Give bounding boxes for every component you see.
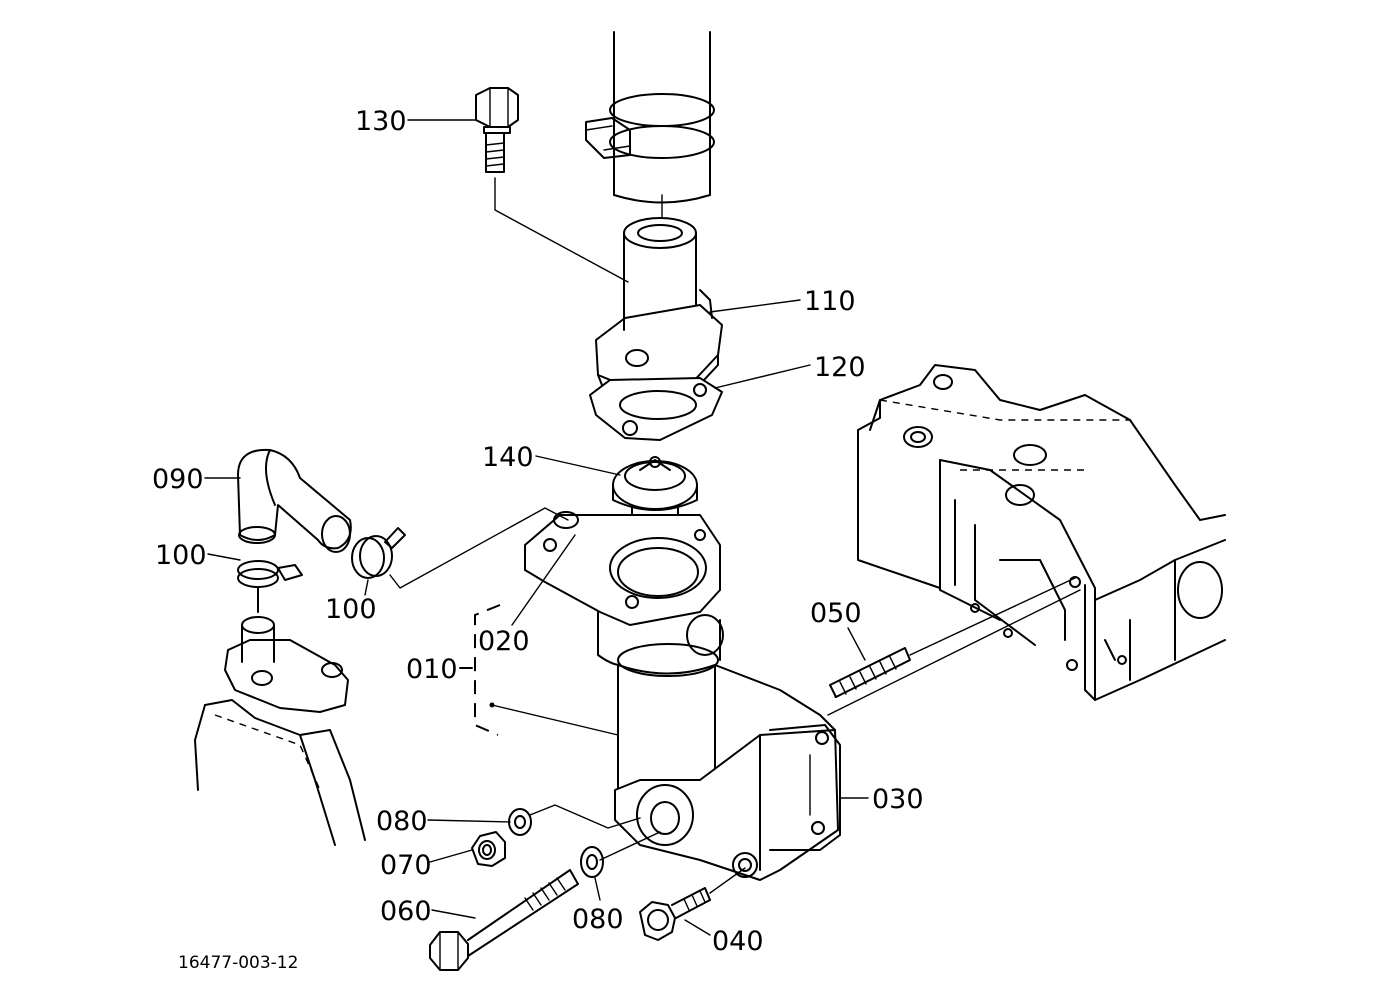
hose-clamp-100-right <box>351 527 406 579</box>
callout-060: 060 <box>380 896 432 927</box>
engine-block <box>857 364 1226 701</box>
gasket-030 <box>769 724 841 851</box>
stud-050 <box>829 647 911 698</box>
assembly-bracket-010 <box>459 604 619 736</box>
bypass-hose-090 <box>237 448 352 553</box>
thermostat-cover-110 <box>595 217 723 403</box>
nut-070 <box>471 831 506 867</box>
water-pump-outlet <box>194 616 366 846</box>
callout-010: 010 <box>406 654 458 685</box>
thermostat-housing-010 <box>524 511 839 881</box>
bolt-040 <box>639 887 711 941</box>
callout-120: 120 <box>814 352 866 383</box>
gasket-120 <box>589 377 723 441</box>
figure-code: 16477-003-12 <box>178 953 298 973</box>
callout-020: 020 <box>478 626 530 657</box>
hose-clamp-upper <box>585 93 715 159</box>
callout-050: 050 <box>810 598 862 629</box>
washer-080-lower <box>580 846 604 878</box>
callout-100-right: 100 <box>325 594 377 625</box>
callout-100-left: 100 <box>155 540 207 571</box>
callout-140: 140 <box>482 442 534 473</box>
callout-040: 040 <box>712 926 764 957</box>
callout-030: 030 <box>872 784 924 815</box>
callout-130: 130 <box>355 106 407 137</box>
bolt-130 <box>475 87 519 173</box>
hose-clamp-100-left <box>237 560 303 613</box>
bolt-060 <box>429 869 579 971</box>
callout-090: 090 <box>152 464 204 495</box>
washer-080-upper <box>508 808 532 836</box>
leader-lines <box>204 119 869 936</box>
callout-080-upper: 080 <box>376 806 428 837</box>
callout-080-lower: 080 <box>572 904 624 935</box>
callout-070: 070 <box>380 850 432 881</box>
upper-hose <box>613 31 711 223</box>
callout-110: 110 <box>804 286 856 317</box>
